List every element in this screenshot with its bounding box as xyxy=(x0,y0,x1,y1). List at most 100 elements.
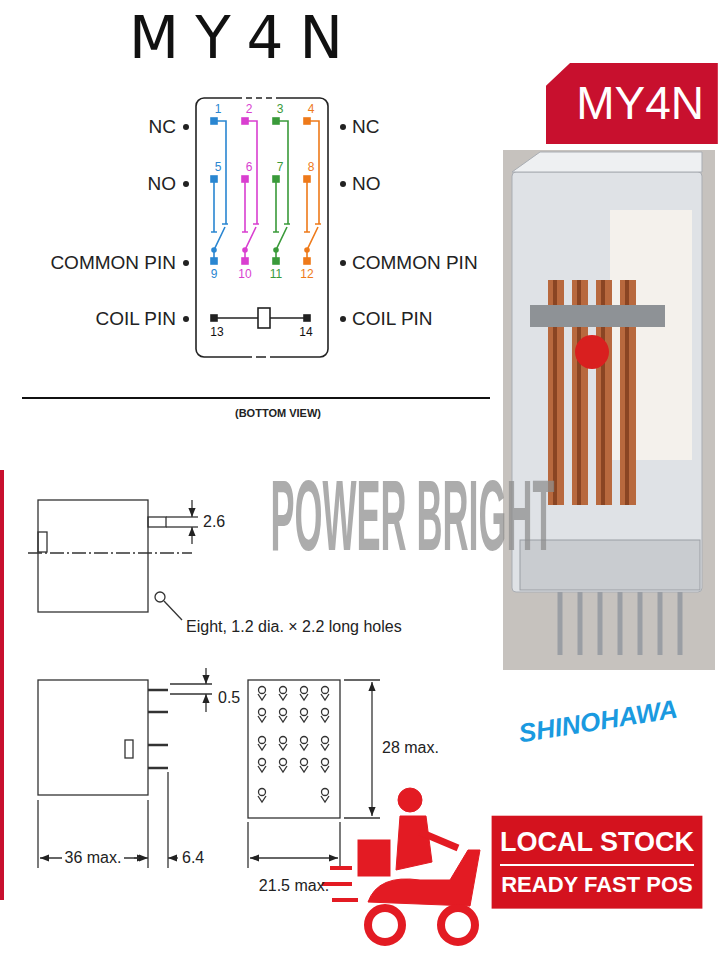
side-view-2 xyxy=(148,767,168,770)
dimension: 0.5 xyxy=(218,689,240,707)
pin-label: COMMON PIN xyxy=(352,252,478,274)
pin-dots xyxy=(340,181,346,187)
side-view xyxy=(166,516,198,517)
pin-hole xyxy=(258,796,266,802)
side-view-2 xyxy=(205,668,206,684)
banner-text: MY4N xyxy=(576,77,704,130)
outline-gap xyxy=(242,96,246,100)
coil-symbol xyxy=(258,308,270,328)
contact-symbol xyxy=(242,176,248,182)
pin-hole xyxy=(279,694,287,700)
pin-hole xyxy=(258,694,266,700)
contact-symbol xyxy=(242,118,248,124)
pin-hole xyxy=(322,709,329,716)
front-view xyxy=(258,687,329,803)
contact-symbol xyxy=(211,182,217,232)
pin-hole xyxy=(301,737,308,744)
pin-hole xyxy=(258,716,266,722)
pin-number: 13 xyxy=(210,326,223,340)
pin-number: 12 xyxy=(300,268,313,282)
pin-dots xyxy=(340,260,346,266)
side-view-2 xyxy=(38,680,148,795)
pin-dots xyxy=(183,124,189,130)
banner-shape xyxy=(546,63,718,144)
side-view-2 xyxy=(37,800,38,868)
pin-hole xyxy=(300,716,308,722)
relay-photo xyxy=(618,592,623,655)
contact-symbol xyxy=(273,258,279,264)
relay-photo xyxy=(558,592,563,655)
contact-symbol xyxy=(211,118,228,264)
pin-label: COMMON PIN xyxy=(50,252,176,274)
front-view xyxy=(371,682,372,816)
pin-hole xyxy=(300,766,308,772)
rider-icon xyxy=(398,788,422,812)
pin-label: COIL PIN xyxy=(95,308,176,330)
pin-label: NC xyxy=(149,116,176,138)
pin-hole xyxy=(280,709,287,716)
side-view xyxy=(191,527,192,544)
pin-outline xyxy=(196,98,328,357)
rider-icon xyxy=(441,908,475,942)
front-view xyxy=(344,679,380,680)
relay-photo xyxy=(578,592,583,655)
pin-dots xyxy=(183,181,189,187)
side-view xyxy=(191,500,192,517)
pin-hole xyxy=(301,759,308,766)
side-view xyxy=(28,500,198,620)
pin-number: 3 xyxy=(277,103,284,117)
front-view xyxy=(248,680,340,818)
pin-hole xyxy=(258,766,266,772)
contact-symbol xyxy=(243,248,247,252)
pin-hole xyxy=(321,716,329,722)
pin-hole xyxy=(301,709,308,716)
pin-number: 14 xyxy=(299,326,312,340)
pin-number: 1 xyxy=(215,103,222,117)
banner-text: READY FAST POS xyxy=(500,864,694,897)
pin-number: 5 xyxy=(215,161,222,175)
rider-icon xyxy=(396,816,432,870)
contact-symbol xyxy=(304,118,321,264)
side-view xyxy=(38,500,148,612)
coil-symbol xyxy=(211,308,310,328)
pin-dots xyxy=(340,124,346,130)
side-view-2 xyxy=(167,772,168,868)
pin-hole xyxy=(279,716,287,722)
rider-icon xyxy=(420,832,458,848)
relay-photo xyxy=(575,335,609,369)
contact-symbol xyxy=(305,248,309,252)
dimension-note: Eight, 1.2 dia. × 2.2 long holes xyxy=(186,618,402,636)
contact-symbol xyxy=(307,227,318,258)
contact-symbol xyxy=(276,227,287,258)
coil-symbol xyxy=(270,317,307,319)
front-view xyxy=(250,857,338,858)
side-view-2 xyxy=(168,857,178,858)
contact-symbol xyxy=(211,176,217,182)
pin-hole xyxy=(321,796,329,802)
contact-symbol xyxy=(273,118,279,124)
side-view-2 xyxy=(148,744,168,747)
front-view xyxy=(339,822,340,868)
contact-symbol xyxy=(273,118,290,264)
pin-dots xyxy=(340,316,346,322)
side-view-2 xyxy=(38,668,212,868)
banner-shape xyxy=(490,815,704,909)
rider-icon xyxy=(368,850,480,906)
rider-icon xyxy=(330,866,352,870)
pin-hole xyxy=(280,687,287,694)
pin-number: 2 xyxy=(246,103,253,117)
contact-symbol xyxy=(211,118,217,124)
side-view xyxy=(38,532,47,552)
pin-dots xyxy=(183,124,346,322)
contact-symbol xyxy=(304,176,310,182)
side-view xyxy=(28,552,192,553)
coil-symbol xyxy=(211,315,217,321)
pin-hole xyxy=(259,759,266,766)
rider-icon xyxy=(368,908,402,942)
pin-dots xyxy=(183,260,189,266)
pin-label: COIL PIN xyxy=(352,308,433,330)
pin-number: 9 xyxy=(211,268,218,282)
pin-number: 6 xyxy=(246,161,253,175)
coil-symbol xyxy=(304,315,310,321)
pin-number: 10 xyxy=(238,268,251,282)
